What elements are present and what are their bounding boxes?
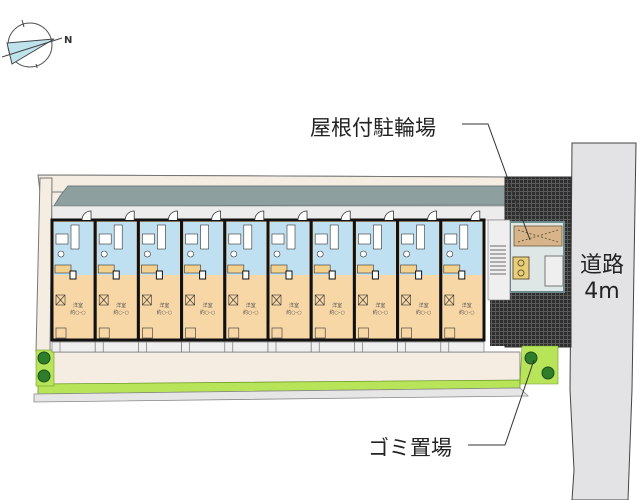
garbage-area-label: ゴミ置場 — [368, 436, 452, 460]
road — [569, 142, 637, 500]
north-arrow-icon: N — [1, 19, 72, 72]
unit-room-label: 洋室約○-○ — [109, 303, 133, 317]
room-type: 洋室 — [72, 303, 83, 309]
road-name: 道路 — [579, 253, 624, 278]
room-size: 約○-○ — [156, 310, 173, 316]
room-type: 洋室 — [418, 303, 429, 309]
room-size: 約○-○ — [243, 310, 259, 316]
unit-room-label: 洋室約○-○ — [152, 303, 176, 317]
room-size: 約○-○ — [415, 310, 432, 316]
room-size: 約○-○ — [199, 310, 216, 316]
room-size: 約○-○ — [459, 310, 475, 316]
north-letter: N — [64, 35, 72, 46]
unit-room-label: 洋室約○-○ — [66, 303, 90, 317]
room-size: 約○-○ — [70, 310, 86, 316]
units-row — [50, 210, 486, 353]
room-type: 洋室 — [245, 303, 256, 309]
unit-room-label: 洋室約○-○ — [239, 303, 263, 317]
unit-room-label: 洋室約○-○ — [455, 303, 479, 317]
room-size: 約○-○ — [372, 310, 389, 316]
bike-parking-label: 屋根付駐輪場 — [310, 116, 436, 140]
unit-room-label: 洋室約○-○ — [368, 303, 392, 317]
room-type: 洋室 — [116, 303, 127, 309]
unit-room-label: 洋室約○-○ — [412, 303, 436, 317]
room-size: 約○-○ — [329, 310, 345, 316]
room-type: 洋室 — [159, 303, 170, 309]
room-type: 洋室 — [202, 303, 213, 309]
room-size: 約○-○ — [286, 310, 302, 316]
room-type: 洋室 — [288, 303, 299, 309]
garbage-bins — [512, 256, 530, 280]
unit-room-label: 洋室約○-○ — [282, 303, 306, 317]
room-type: 洋室 — [332, 303, 343, 309]
road-width: 4m — [584, 279, 620, 304]
room-size: 約○-○ — [113, 310, 129, 316]
unit-room-label: 洋室約○-○ — [196, 303, 220, 317]
room-type: 洋室 — [461, 303, 472, 309]
road-label: 道路 4m — [572, 253, 632, 305]
compass: N — [0, 8, 80, 72]
room-type: 洋室 — [375, 303, 386, 309]
unit-room-label: 洋室約○-○ — [325, 303, 349, 317]
